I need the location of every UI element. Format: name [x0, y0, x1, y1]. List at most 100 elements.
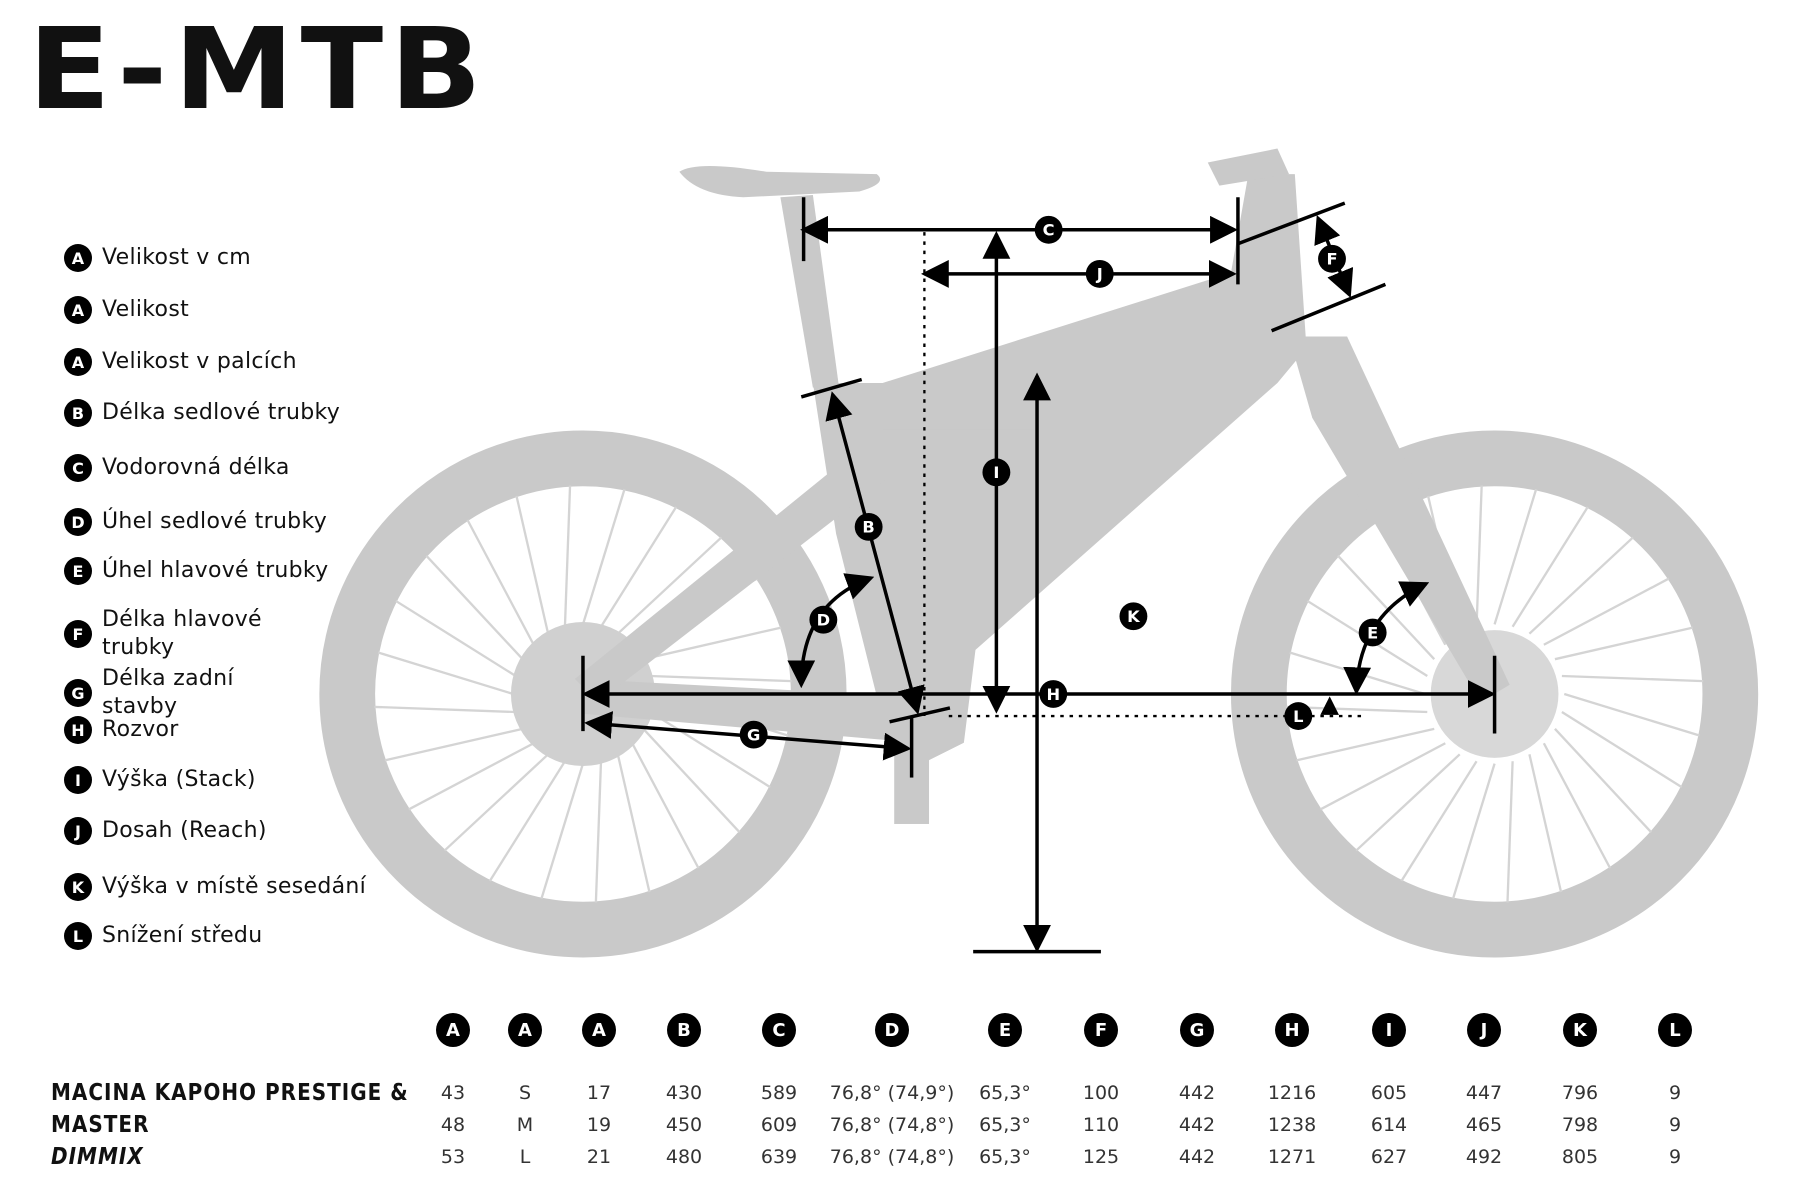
table-cell: 442: [1178, 1114, 1216, 1136]
table-cell: 76,8° (74,9°): [829, 1082, 955, 1104]
legend-label: Úhel hlavové trubky: [102, 558, 329, 583]
dimension-label-f: F: [1318, 244, 1346, 273]
legend-label: Úhel sedlové trubky: [102, 509, 328, 534]
table-cell: 43: [440, 1082, 466, 1104]
svg-text:E: E: [1367, 623, 1378, 642]
model-name-line: DIMMIX: [51, 1142, 144, 1170]
letter-badge: I: [64, 766, 92, 794]
spoke: [1528, 536, 1634, 635]
svg-text:F: F: [1326, 250, 1337, 269]
letter-badge: L: [64, 922, 92, 950]
spoke: [443, 753, 549, 852]
table-cell: 609: [760, 1114, 798, 1136]
dimension-label-c: C: [1034, 215, 1063, 244]
spoke: [540, 763, 585, 900]
table-cell: 796: [1561, 1082, 1599, 1104]
spoke: [1511, 506, 1589, 628]
spoke: [1554, 626, 1694, 661]
svg-text:H: H: [1046, 685, 1060, 704]
column-header-c: C: [762, 1013, 796, 1047]
table-cell: 605: [1370, 1082, 1408, 1104]
table-cell: 53: [440, 1146, 466, 1168]
table-cell: 614: [1370, 1114, 1408, 1136]
spoke: [581, 488, 626, 625]
spoke: [616, 754, 651, 893]
table-cell: 798: [1561, 1114, 1599, 1136]
spoke: [1493, 488, 1538, 625]
letter-badge: A: [64, 348, 92, 376]
table-cell: 17: [586, 1082, 612, 1104]
dimension-label-d: D: [809, 605, 838, 634]
spoke: [1506, 761, 1514, 903]
spoke: [617, 536, 723, 635]
legend-label: Dosah (Reach): [102, 818, 267, 843]
letter-badge: F: [64, 620, 92, 648]
table-cell: 21: [586, 1146, 612, 1168]
dimension-label-l: L: [1284, 702, 1313, 730]
letter-badge: G: [64, 679, 92, 707]
table-cell: L: [519, 1146, 531, 1168]
spoke: [1319, 742, 1446, 811]
table-cell: 465: [1465, 1114, 1503, 1136]
spoke: [408, 742, 535, 811]
spoke: [377, 651, 514, 696]
svg-text:L: L: [1293, 707, 1303, 726]
column-header-k: K: [1563, 1013, 1597, 1047]
dimension-label-e: E: [1358, 618, 1387, 647]
seatpost: [780, 194, 839, 388]
table-cell: 65,3°: [979, 1082, 1031, 1104]
spoke: [515, 495, 550, 634]
table-cell: 125: [1082, 1146, 1120, 1168]
spoke: [1561, 711, 1683, 789]
table-cell: 805: [1561, 1146, 1599, 1168]
column-header-g: G: [1180, 1013, 1214, 1047]
spoke: [563, 485, 572, 627]
table-cell: 76,8° (74,8°): [829, 1114, 955, 1136]
table-cell: 65,3°: [979, 1146, 1031, 1168]
table-cell: 442: [1178, 1082, 1216, 1104]
table-cell: 9: [1668, 1146, 1682, 1168]
fork: [1289, 336, 1510, 703]
legend-label: Snížení středu: [102, 923, 263, 948]
spoke: [1554, 728, 1653, 834]
model-name-line: MASTER: [51, 1110, 150, 1138]
svg-text:I: I: [993, 463, 999, 482]
frame: [812, 174, 1307, 766]
letter-badge: A: [64, 296, 92, 324]
dimension-label-i: I: [982, 458, 1011, 487]
table-cell: 1238: [1267, 1114, 1317, 1136]
svg-text:C: C: [1043, 221, 1055, 240]
column-header-a: A: [582, 1013, 616, 1047]
page-title: E-MTB: [28, 5, 489, 135]
legend-label: Velikost v cm: [102, 245, 252, 270]
handlebar: [1207, 148, 1290, 186]
dimension-label-g: G: [739, 720, 768, 749]
table-cell: 450: [665, 1114, 703, 1136]
svg-text:B: B: [862, 518, 874, 537]
spoke: [631, 742, 700, 869]
spoke: [374, 705, 516, 714]
column-header-i: I: [1372, 1013, 1406, 1047]
spoke: [650, 674, 792, 683]
legend-label: Rozvor: [102, 717, 179, 742]
table-cell: 442: [1178, 1146, 1216, 1168]
spoke: [488, 760, 566, 882]
dimension-lines: [581, 197, 1497, 954]
table-cell: 589: [760, 1082, 798, 1104]
spoke: [384, 727, 523, 762]
table-cell: S: [518, 1082, 532, 1104]
legend-label: Výška v místě sesedání: [102, 874, 367, 899]
svg-text:K: K: [1127, 607, 1141, 626]
spoke: [1400, 760, 1478, 882]
shock: [882, 429, 1034, 476]
spoke: [643, 626, 782, 661]
